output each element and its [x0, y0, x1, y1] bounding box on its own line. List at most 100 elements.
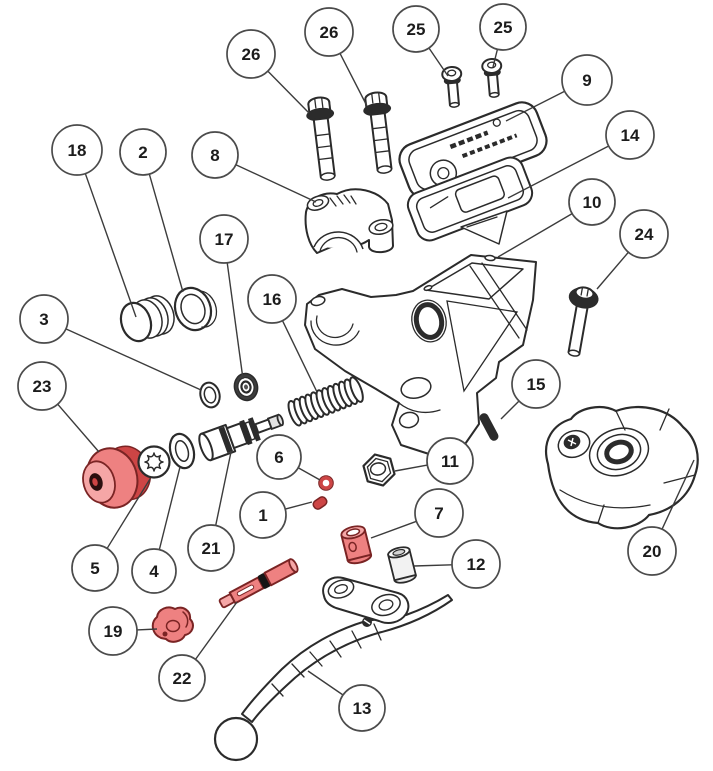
part-piston-cap — [82, 445, 152, 509]
callout-14: 14 — [605, 110, 655, 160]
part-adjuster-rod — [218, 558, 299, 609]
callout-number-17: 17 — [215, 230, 234, 249]
part-bushing — [387, 546, 417, 584]
callout-number-1: 1 — [258, 506, 267, 525]
callout-circle-9 — [561, 54, 613, 106]
callout-number-10: 10 — [583, 193, 602, 212]
callout-8: 8 — [191, 131, 239, 179]
part-lock-washer — [137, 445, 171, 479]
callout-12: 12 — [451, 539, 501, 589]
callout-number-22: 22 — [173, 669, 192, 688]
callout-circle-2 — [119, 128, 167, 176]
callout-26-right: 26 — [304, 7, 354, 57]
callout-circle-12 — [451, 539, 501, 589]
callout-number-6: 6 — [274, 448, 283, 467]
callout-15: 15 — [511, 359, 561, 409]
callout-25-left: 25 — [392, 5, 440, 53]
part-reservoir-diaphragm — [406, 156, 534, 245]
callout-number-18: 18 — [68, 141, 87, 160]
callout-number-23: 23 — [33, 377, 52, 396]
part-washer — [168, 432, 196, 470]
part-adjuster-knob — [151, 606, 194, 643]
leader-line-11 — [394, 464, 428, 472]
part-brake-lever — [213, 576, 453, 762]
leader-line-2 — [148, 173, 184, 293]
leader-line-23 — [57, 403, 100, 453]
callout-7: 7 — [414, 488, 464, 538]
callout-number-9: 9 — [582, 71, 591, 90]
callout-17: 17 — [199, 214, 249, 264]
leader-line-18 — [84, 173, 137, 318]
callout-19: 19 — [88, 606, 138, 656]
leader-line-26-right — [339, 53, 368, 107]
callout-number-20: 20 — [643, 542, 662, 561]
part-handlebar-bolt-right — [363, 91, 393, 174]
callout-circle-25-left — [392, 5, 440, 53]
leader-line-24 — [596, 251, 629, 290]
leader-line-21 — [215, 451, 232, 526]
callout-22: 22 — [158, 654, 206, 702]
part-handlebar-bolt-left — [306, 96, 336, 181]
part-reservoir-screw-left — [441, 65, 463, 108]
callout-6: 6 — [256, 434, 302, 480]
callout-number-25-left: 25 — [407, 20, 426, 39]
leader-line-16 — [281, 320, 318, 393]
part-bore-plug — [119, 295, 175, 343]
callout-9: 9 — [561, 54, 613, 106]
part-crush-pellet — [312, 496, 328, 510]
callout-circle-21 — [187, 524, 235, 572]
leader-line-26-left — [267, 70, 310, 114]
leader-line-25-right — [492, 49, 499, 68]
leader-line-1 — [285, 501, 313, 510]
callout-3: 3 — [19, 294, 69, 344]
leader-line-20 — [661, 459, 695, 530]
callout-number-5: 5 — [90, 559, 99, 578]
leader-line-19 — [136, 628, 158, 631]
callout-number-4: 4 — [149, 562, 159, 581]
callout-number-21: 21 — [202, 539, 221, 558]
callout-number-14: 14 — [621, 126, 640, 145]
callout-circle-15 — [511, 359, 561, 409]
callout-13: 13 — [338, 684, 386, 732]
callout-number-13: 13 — [353, 699, 372, 718]
callout-number-26-right: 26 — [320, 23, 339, 42]
callout-circle-25-right — [479, 3, 527, 51]
part-piston — [198, 413, 284, 462]
callout-23: 23 — [17, 361, 67, 411]
callout-number-7: 7 — [434, 504, 443, 523]
callout-number-24: 24 — [635, 225, 654, 244]
callout-circle-7 — [414, 488, 464, 538]
leader-line-10 — [497, 213, 573, 258]
callout-circle-5 — [71, 544, 119, 592]
part-master-cylinder-body — [304, 254, 537, 455]
callout-number-8: 8 — [210, 146, 219, 165]
callout-circle-16 — [247, 274, 297, 324]
callout-2: 2 — [119, 128, 167, 176]
callout-circle-10 — [568, 178, 616, 226]
callout-number-15: 15 — [527, 375, 546, 394]
callout-4: 4 — [131, 548, 177, 594]
callout-circle-1 — [239, 491, 287, 539]
callout-circle-19 — [88, 606, 138, 656]
callout-26-left: 26 — [226, 29, 276, 79]
part-hex-nut — [362, 453, 396, 487]
part-lever-clamp-cover — [545, 406, 699, 530]
callout-number-19: 19 — [104, 622, 123, 641]
callout-1: 1 — [239, 491, 287, 539]
leader-line-9 — [505, 90, 566, 122]
leader-line-5 — [106, 478, 151, 549]
leader-line-22 — [194, 601, 238, 660]
part-seal-grommet — [233, 372, 259, 402]
part-small-oring — [318, 475, 334, 491]
callout-circle-4 — [131, 548, 177, 594]
leader-line-4 — [158, 466, 181, 550]
callout-number-3: 3 — [39, 310, 48, 329]
callout-number-2: 2 — [138, 143, 147, 162]
callout-5: 5 — [71, 544, 119, 592]
part-bore-oring — [173, 286, 218, 332]
callout-20: 20 — [627, 526, 677, 576]
leader-line-3 — [65, 328, 202, 391]
